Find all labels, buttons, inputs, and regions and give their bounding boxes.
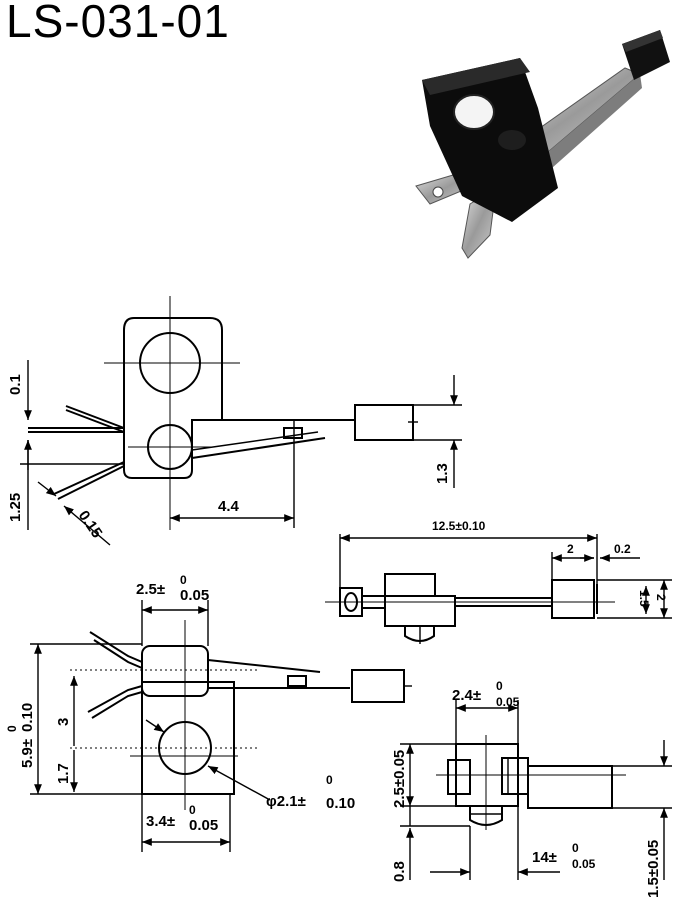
dim-hole-base: φ2.1± — [266, 793, 306, 810]
dim-12-5: 12.5±0.10 — [432, 519, 486, 533]
dim-1-5: 1.5 — [637, 590, 651, 607]
dim-5-9-sub: 0.10 — [19, 703, 36, 732]
dim-3: 3 — [55, 718, 72, 726]
part-number-title: LS-031-01 — [6, 0, 230, 47]
dim-2-5-base: 2.5± — [136, 581, 165, 598]
side-view: 12.5±0.10 2 0.2 1.5 2 — [325, 519, 672, 644]
dim-5-9-sup: 0 — [5, 725, 19, 732]
dim-2b: 2 — [654, 594, 668, 601]
dim-hole-sup: 0 — [326, 773, 333, 787]
dim-0-1: 0.1 — [7, 374, 24, 395]
dim-2-4-base: 2.4± — [452, 687, 481, 704]
dim-2-5-sup: 0 — [180, 573, 187, 587]
dim-14-sub: 0.05 — [572, 857, 596, 871]
dim-0-8: 0.8 — [391, 861, 408, 882]
dim-2-4-sup: 0 — [496, 679, 503, 693]
dim-3-4-sup: 0 — [189, 803, 196, 817]
dim-14-base: 14± — [532, 849, 557, 866]
lower-hole — [147, 424, 193, 470]
dim-0-15: 0.15 — [75, 508, 106, 542]
dim-14-sup: 0 — [572, 841, 579, 855]
body-outline — [123, 317, 223, 479]
dim-2-5b: 2.5±0.05 — [391, 750, 408, 808]
dim-2: 2 — [567, 542, 574, 556]
dim-2-4-sub: 0.05 — [496, 695, 520, 709]
dim-1-3: 1.3 — [434, 463, 451, 484]
dim-1-7: 1.7 — [55, 763, 72, 784]
front-view: 2.5± 0 0.05 5.9± 0 0.10 3 1.7 φ2.1± 0 0.… — [5, 573, 412, 852]
switch-photo-icon — [415, 30, 670, 259]
dim-5-9-base: 5.9± — [19, 739, 36, 768]
dim-3-4-base: 3.4± — [146, 813, 175, 830]
dim-1-25: 1.25 — [7, 493, 24, 522]
top-view: 0.1 1.25 0.15 4.4 1.3 — [7, 296, 462, 546]
front-body — [141, 681, 235, 795]
dim-hole-sub: 0.10 — [326, 795, 355, 812]
dim-3-4-sub: 0.05 — [189, 817, 218, 834]
bottom-view: 2.4± 0 0.05 2.5±0.05 0.8 14± 0 0.05 1.5±… — [391, 679, 672, 898]
lever-bottom-edge — [191, 437, 326, 459]
dim-4-4: 4.4 — [218, 498, 240, 515]
actuator-block — [354, 404, 414, 441]
dim-0-2: 0.2 — [614, 542, 631, 556]
dim-1-5b: 1.5±0.05 — [645, 840, 662, 898]
dim-2-5-sub: 0.05 — [180, 587, 209, 604]
upper-hole — [139, 332, 201, 394]
